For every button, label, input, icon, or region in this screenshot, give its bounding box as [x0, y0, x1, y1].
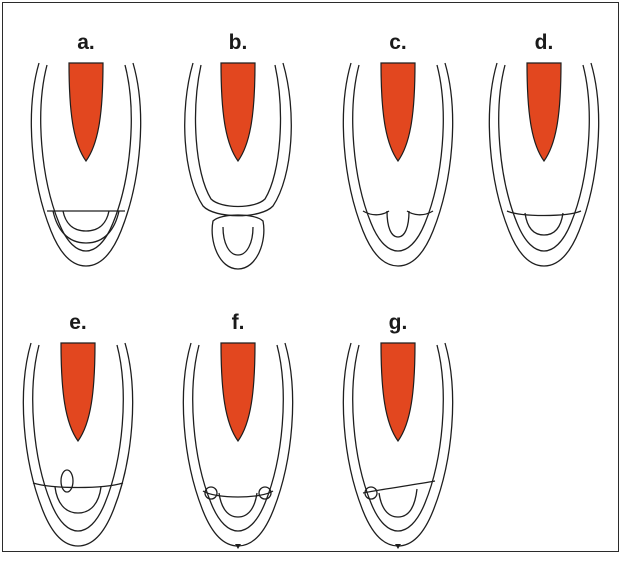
panel-f: f. — [163, 311, 313, 561]
tooth-diagram-f — [163, 331, 313, 561]
panel-e: e. — [3, 311, 153, 561]
tooth-diagram-a — [11, 51, 161, 281]
panel-a: a. — [11, 31, 161, 281]
panel-g: g. — [323, 311, 473, 561]
tooth-diagram-e — [3, 331, 153, 561]
panel-d: d. — [469, 31, 619, 281]
panel-b: b. — [163, 31, 313, 281]
tooth-diagram-g — [323, 331, 473, 561]
tooth-diagram-c — [323, 51, 473, 281]
panel-c: c. — [323, 31, 473, 281]
tooth-diagram-b — [163, 51, 313, 281]
figure-frame: a. b. c. — [2, 2, 619, 552]
tooth-diagram-d — [469, 51, 619, 281]
